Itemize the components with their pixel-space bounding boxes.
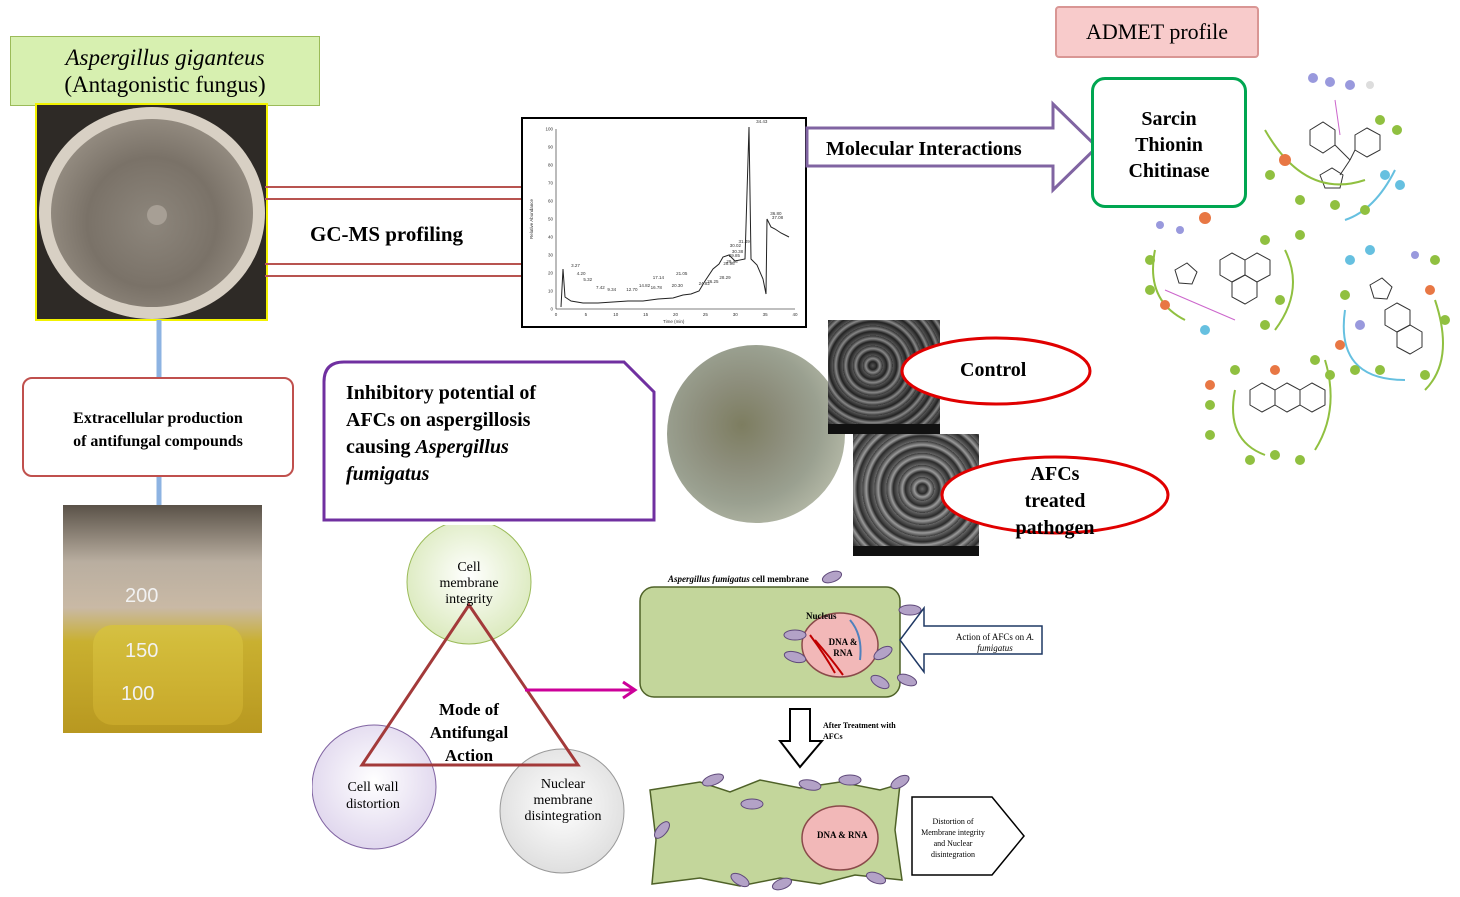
chromatogram-y-tick: 70 bbox=[548, 181, 554, 186]
chromatogram-peak-label: 14.82 bbox=[639, 283, 651, 288]
chromatogram-peak-label: 12.70 bbox=[626, 287, 638, 292]
action-afcs-arrow bbox=[899, 606, 1043, 675]
chromatogram-x-tick: 40 bbox=[792, 312, 798, 317]
admet-box: ADMET profile bbox=[1055, 6, 1259, 58]
chromatogram-y-tick: 80 bbox=[548, 163, 554, 168]
admet-label: ADMET profile bbox=[1086, 19, 1228, 44]
chromatogram-peak-label: 37.08 bbox=[772, 215, 784, 220]
organism-title-box: Aspergillus giganteus (Antagonistic fung… bbox=[10, 36, 320, 106]
chromatogram-y-tick: 60 bbox=[548, 199, 554, 204]
distortion-callout bbox=[911, 796, 1025, 876]
chromatogram-x-tick: 0 bbox=[555, 312, 558, 317]
compound-sarcin: Sarcin bbox=[1141, 108, 1197, 130]
after-treatment-label: After Treatment with AFCs bbox=[823, 721, 896, 741]
chromatogram-peak-label: 34.43 bbox=[756, 119, 768, 124]
flask-mark-150: 150 bbox=[125, 640, 159, 662]
treated-label: AFCs treated pathogen bbox=[1015, 463, 1095, 539]
chromatogram-peak-label: 4.20 bbox=[577, 271, 586, 276]
chromatogram-peak-label: 24.82 bbox=[699, 281, 711, 286]
chromatogram-peak-label: 16.78 bbox=[651, 285, 663, 290]
chromatogram-y-tick: 10 bbox=[548, 289, 554, 294]
chromatogram-y-tick: 40 bbox=[548, 235, 554, 240]
gcms-connector-lines bbox=[265, 186, 523, 277]
chromatogram-peak-label: 36.80 bbox=[770, 211, 782, 216]
chromatogram-peak-label: 28.29 bbox=[719, 275, 731, 280]
compound-thionin: Thionin bbox=[1135, 134, 1203, 156]
compounds-box: Sarcin Thionin Chitinase bbox=[1091, 77, 1247, 208]
chromatogram-ylabel: Relative Abundance bbox=[529, 198, 534, 239]
action-afcs-label: Action of AFCs on A. fumigatus bbox=[955, 632, 1035, 653]
chromatogram-peak-label: 5.32 bbox=[583, 277, 592, 282]
distortion-label: Distortion of Membrane integrity and Nuc… bbox=[921, 817, 985, 859]
chromatogram-y-tick: 90 bbox=[548, 145, 554, 150]
chromatogram-x-tick: 15 bbox=[643, 312, 649, 317]
distorted-cell bbox=[649, 773, 910, 891]
chromatogram-y-tick: 100 bbox=[545, 127, 553, 132]
chromatogram-x-tick: 20 bbox=[673, 312, 679, 317]
chromatogram-peak-label: 31.49 bbox=[739, 239, 751, 244]
inhibitory-callout-shape bbox=[322, 360, 656, 522]
chromatogram-x-tick: 10 bbox=[613, 312, 619, 317]
cell-membrane-title: Aspergillus fumigatus cell membrane bbox=[668, 574, 809, 584]
chromatogram-peak-label: 9.34 bbox=[607, 287, 616, 292]
nucleus-label: Nucleus bbox=[806, 611, 837, 621]
inhibitory-text: Inhibitory potential of AFCs on aspergil… bbox=[346, 380, 636, 488]
mode-top-label: Cell membrane integrity bbox=[439, 560, 499, 607]
flask-mark-200: 200 bbox=[125, 585, 159, 607]
extracellular-line2: of antifungal compounds bbox=[73, 433, 243, 450]
control-label: Control bbox=[960, 359, 1027, 381]
mode-center-label: Mode of Antifungal Action bbox=[429, 700, 509, 765]
extracellular-box: Extracellular production of antifungal c… bbox=[22, 377, 294, 477]
dna-rna-label-2: DNA & RNA bbox=[817, 830, 868, 840]
petri-dish-photo bbox=[35, 103, 268, 321]
mode-right-label: Nuclear membrane disintegration bbox=[524, 777, 602, 824]
chromatogram-x-tick: 25 bbox=[703, 312, 709, 317]
chromatogram-peak-label: 29.46 bbox=[726, 259, 738, 264]
after-treatment-arrow bbox=[778, 708, 824, 769]
inhibitory-line1: Inhibitory potential of bbox=[346, 382, 537, 404]
molecular-interactions-label: Molecular Interactions bbox=[826, 138, 1022, 160]
ligand-interaction-diagrams bbox=[1145, 73, 1450, 465]
chromatogram-peak-label: 28.96 bbox=[723, 261, 735, 266]
magenta-arrow bbox=[525, 680, 638, 700]
chromatogram-xlabel: Time (min) bbox=[663, 319, 685, 324]
chromatogram-peak-label: 20.30 bbox=[672, 283, 684, 288]
inhibitory-line3: causing Aspergillus bbox=[346, 436, 509, 458]
mode-of-action-diagram bbox=[312, 525, 625, 874]
mode-left-label: Cell wall distortion bbox=[346, 780, 400, 812]
molecular-interactions-arrow bbox=[805, 100, 1100, 194]
healthy-cell bbox=[639, 570, 922, 698]
chromatogram-x-tick: 35 bbox=[763, 312, 769, 317]
flask-photo: 200 150 100 bbox=[63, 505, 262, 733]
pathogen-plate-photo bbox=[667, 345, 845, 523]
chromatogram-x-tick: 5 bbox=[585, 312, 588, 317]
extracellular-line1: Extracellular production bbox=[73, 410, 243, 427]
chromatogram-y-tick: 50 bbox=[548, 217, 554, 222]
inhibitory-line2: AFCs on aspergillosis bbox=[346, 409, 531, 431]
chromatogram-y-tick: 0 bbox=[550, 307, 553, 312]
flask-mark-100: 100 bbox=[121, 683, 155, 705]
inhibitory-line4: fumigatus bbox=[346, 463, 430, 485]
chromatogram-peak-label: 29.85 bbox=[729, 253, 741, 258]
chromatogram-peak-label: 21.05 bbox=[676, 271, 688, 276]
organism-role: (Antagonistic fungus) bbox=[64, 72, 266, 97]
chromatogram-peak-label: 26.25 bbox=[707, 279, 719, 284]
chromatogram-x-tick: 30 bbox=[733, 312, 739, 317]
gcms-label: GC-MS profiling bbox=[310, 222, 464, 246]
chromatogram-y-tick: 30 bbox=[548, 253, 554, 258]
chromatogram-peak-label: 30.38 bbox=[732, 249, 744, 254]
chromatogram-peak-label: 7.42 bbox=[596, 285, 605, 290]
sem-ellipses bbox=[900, 336, 1170, 535]
chromatogram-y-tick: 20 bbox=[548, 271, 554, 276]
chromatogram-peak-label: 3.27 bbox=[571, 263, 580, 268]
compound-chitinase: Chitinase bbox=[1128, 160, 1210, 182]
organism-name: Aspergillus giganteus bbox=[65, 45, 265, 70]
chromatogram-peak-label: 30.02 bbox=[730, 243, 742, 248]
chromatogram-peak-label: 17.14 bbox=[653, 275, 665, 280]
dna-rna-label: DNA & RNA bbox=[828, 637, 858, 658]
